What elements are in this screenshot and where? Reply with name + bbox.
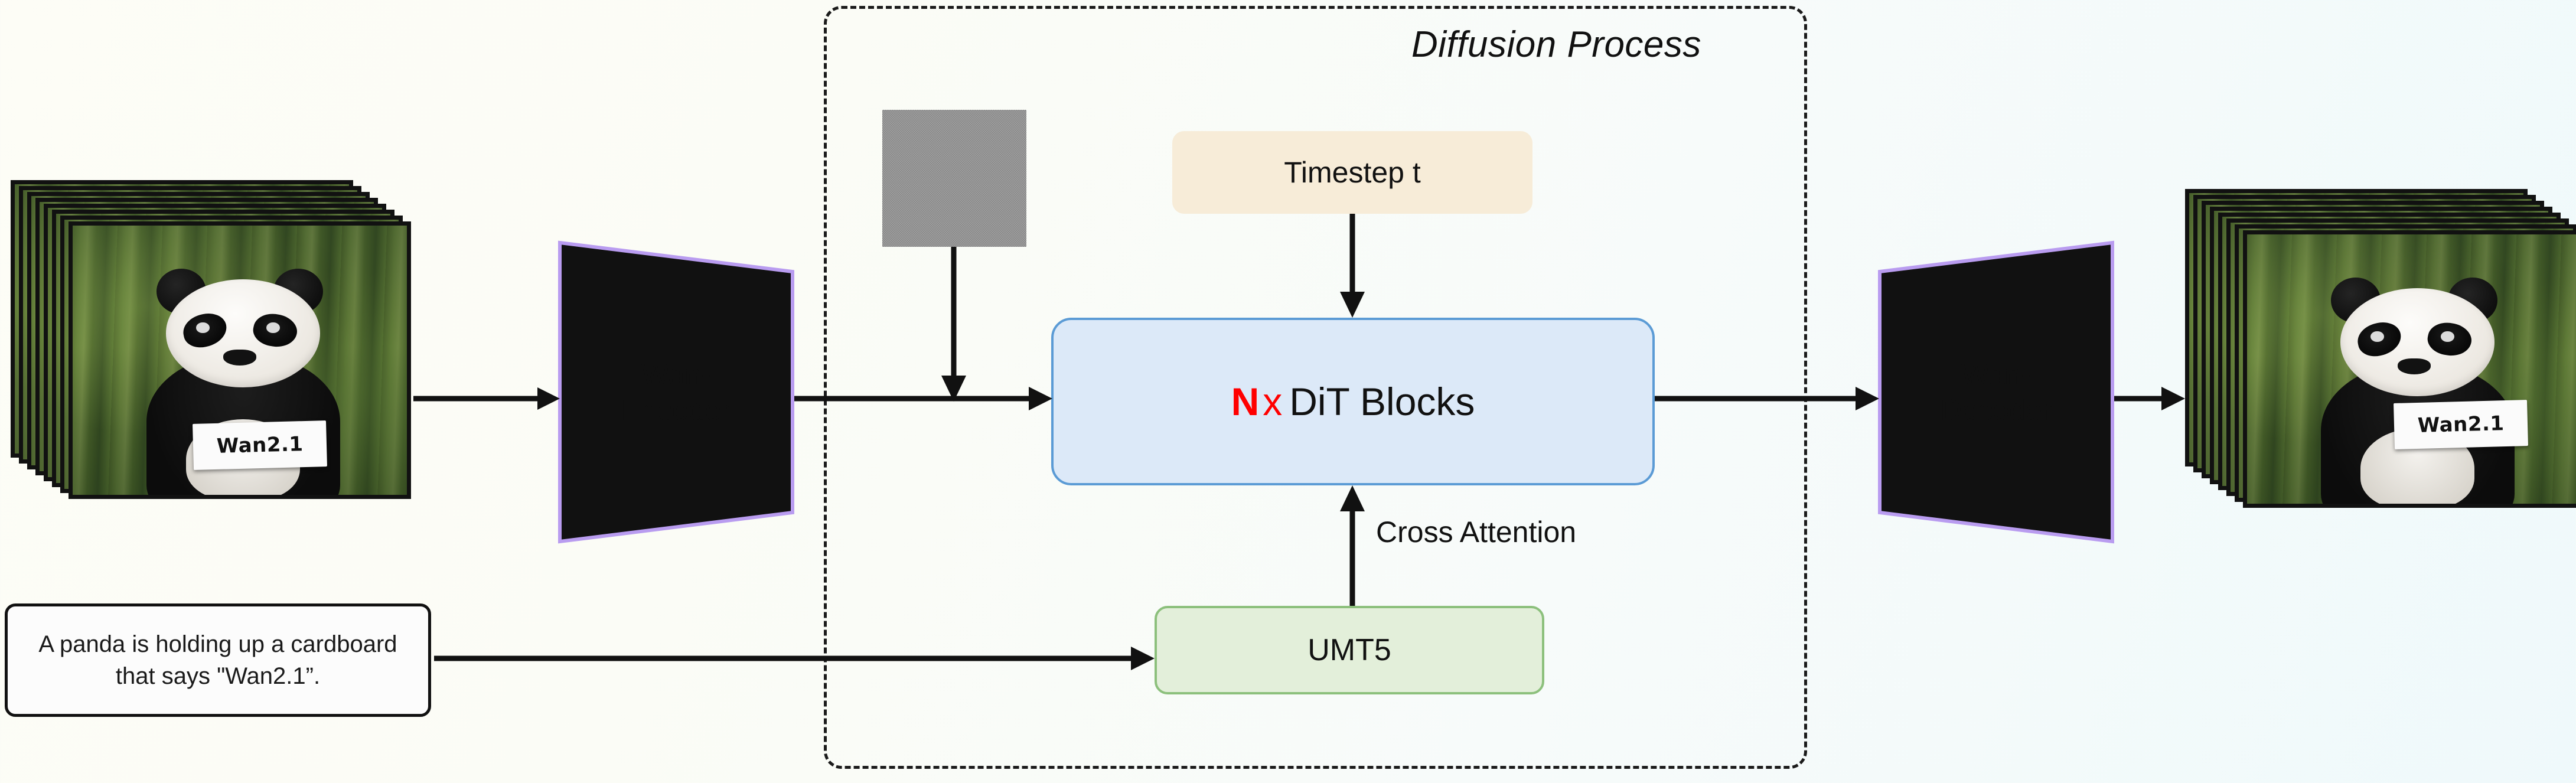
edge-noise-to-latent [941, 247, 966, 402]
umt5-text-encoder-box[interactable]: UMT5 [1155, 606, 1544, 694]
dit-multiply-symbol: x [1263, 380, 1283, 423]
cross-attention-label: Cross Attention [1376, 516, 1577, 549]
wan-encoder-label-line2: Encoder [621, 393, 732, 426]
dit-repeat-count: N [1231, 380, 1260, 423]
umt5-label: UMT5 [1307, 633, 1391, 667]
edge-decoder-to-output [2114, 387, 2185, 410]
diffusion-process-title: Diffusion Process [1411, 24, 1701, 65]
edge-input-to-encoder [413, 387, 560, 410]
edge-dit-to-decoder [1655, 387, 1879, 410]
prompt-text-box[interactable]: A panda is holding up a cardboard that s… [5, 603, 431, 717]
gaussian-noise-patch [882, 110, 1026, 247]
output-frame-stack: Wan2.1 [2185, 189, 2576, 511]
wan-decoder-label-line1: Wan- [1961, 358, 2031, 391]
wan-encoder-shape [558, 240, 794, 544]
timestep-box[interactable]: Timestep t [1172, 131, 1532, 214]
wan-decoder-shape [1878, 240, 2114, 544]
wan-encoder-node[interactable]: Wan- Encoder [558, 240, 794, 544]
input-frame-front: Wan2.1 [69, 221, 411, 499]
diffusion-process-boundary [824, 6, 1807, 769]
input-frame-stack: Wan2.1 [11, 180, 412, 502]
dit-blocks-label: DiT Blocks [1289, 380, 1475, 423]
edge-encoder-to-dit [794, 387, 1052, 410]
wan-encoder-label-line1: Wan- [641, 358, 711, 391]
prompt-text: A panda is holding up a cardboard that s… [38, 631, 397, 689]
edge-prompt-to-umt5 [434, 647, 1155, 670]
output-frame-front: Wan2.1 [2243, 230, 2576, 508]
edge-timestep-to-dit [1340, 214, 1365, 318]
wan-decoder-node[interactable]: Wan- Decoder [1878, 240, 2114, 544]
wan-decoder-label-line2: Decoder [1940, 393, 2052, 426]
timestep-label: Timestep t [1284, 156, 1421, 189]
edge-umt5-to-dit-cross-attention [1340, 485, 1365, 606]
dit-blocks-box[interactable]: N x DiT Blocks [1051, 318, 1655, 485]
